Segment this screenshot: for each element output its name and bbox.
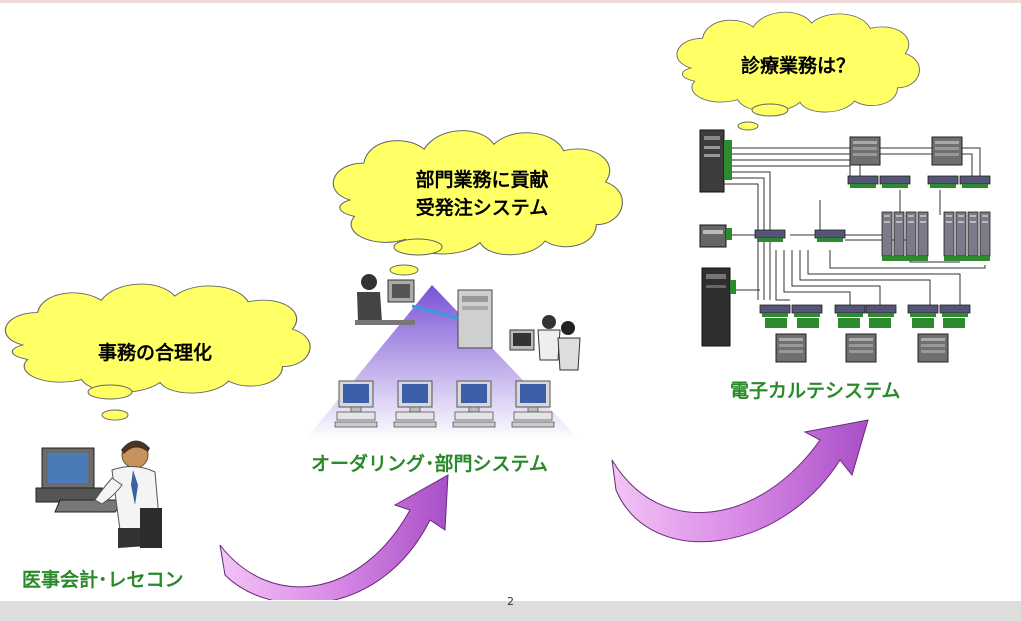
caption-2: オーダリング･部門システム	[311, 452, 548, 475]
top-accent-line	[0, 0, 1021, 3]
caption-3: 電子カルテシステム	[730, 380, 900, 402]
thought-text-3: 診療業務は？	[741, 54, 855, 77]
network-pyramid	[305, 285, 580, 440]
thought-bubble	[751, 103, 789, 117]
thought-bubble	[101, 409, 129, 421]
terminal-icon	[334, 380, 378, 428]
caption-1: 医事会計･レセコン	[22, 568, 184, 591]
thought-cloud-1	[4, 283, 311, 394]
thought-cloud-2	[332, 130, 623, 256]
enterprise-network-icon	[699, 129, 991, 363]
page-number: 2	[507, 595, 514, 608]
thought-bubble	[393, 238, 443, 256]
thought-text-1: 事務の合理化	[98, 341, 212, 364]
progress-arrow-1	[219, 474, 449, 600]
footer-bar: 2	[0, 595, 1021, 621]
evolution-diagram: 事務の合理化 医事会計･レセコン 部門業務に貢献 受発注システム	[4, 11, 991, 600]
thought-bubble	[389, 264, 419, 276]
thought-bubble	[87, 384, 133, 400]
meeting-group-icon	[509, 315, 581, 371]
thought-bubble	[737, 121, 759, 131]
terminal-icon	[452, 380, 496, 428]
connection-line	[411, 304, 459, 320]
host-server-icon	[457, 289, 493, 349]
terminal-icon	[511, 380, 555, 428]
desk-operator-icon	[355, 274, 415, 325]
terminal-icon	[393, 380, 437, 428]
thought-text-2b: 受発注システム	[416, 196, 548, 219]
progress-arrow-2	[611, 419, 869, 543]
thought-text-2a: 部門業務に貢献	[415, 168, 548, 191]
office-worker-icon	[35, 440, 162, 548]
